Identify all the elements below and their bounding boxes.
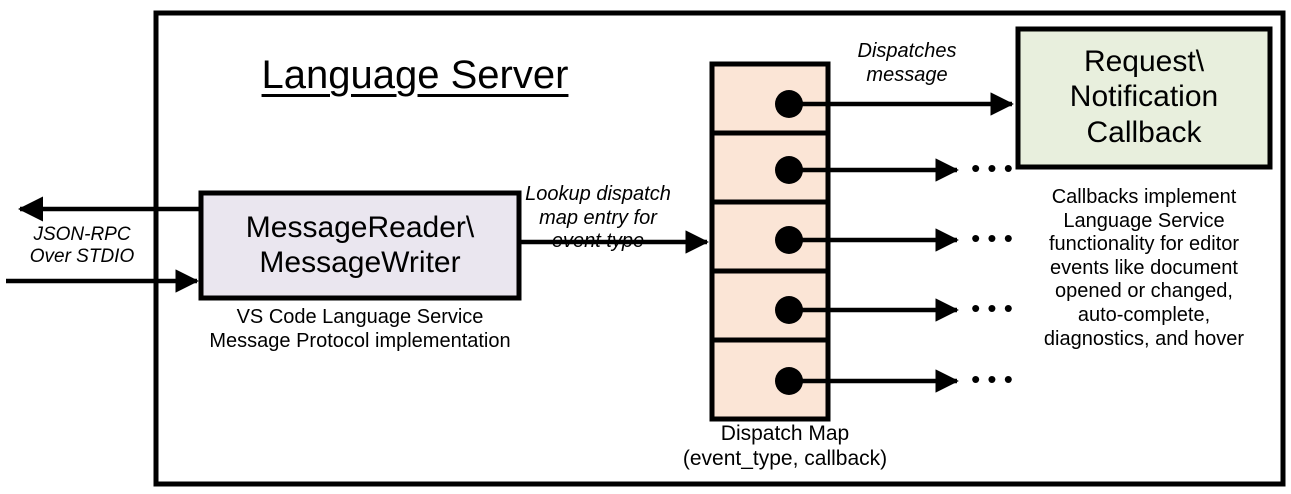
language-server-boundary <box>153 10 1286 487</box>
message-reader-writer-box <box>198 190 522 301</box>
edge-label-dispatches-message: Dispatches message <box>857 40 957 86</box>
dispatch-map-row <box>709 130 831 205</box>
page-title: Language Server <box>261 53 569 97</box>
ellipsis-row-2: • • • <box>971 153 1013 183</box>
message-reader-writer-caption: VS Code Language Service Message Protoco… <box>209 306 511 352</box>
callback-dot <box>775 226 803 254</box>
ellipsis-row-4: • • • <box>971 293 1013 323</box>
ellipsis-row-3: • • • <box>971 223 1013 253</box>
dispatch-map-caption: Dispatch Map (event_type, callback) <box>682 422 888 470</box>
edge-label-lookup-dispatch: Lookup dispatch map entry for event type <box>525 183 671 253</box>
edge-label-json-rpc: JSON-RPC Over STDIO <box>29 224 135 268</box>
dispatch-map-row <box>709 268 831 343</box>
request-notification-callback-box <box>1015 26 1273 170</box>
dispatch-map-row <box>709 199 831 274</box>
callback-dot <box>775 156 803 184</box>
message-reader-writer-label: MessageReader\ MessageWriter <box>245 211 475 280</box>
dispatch-map-row <box>709 61 831 136</box>
ellipsis-row-5: • • • <box>971 364 1013 394</box>
dispatch-map-table <box>709 61 831 422</box>
request-notification-callback-label: Request\ Notification Callback <box>1069 45 1219 149</box>
callback-dot <box>775 367 803 395</box>
callback-dot <box>775 90 803 118</box>
request-notification-callback-caption: Callbacks implement Language Service fun… <box>1043 186 1245 350</box>
callback-dot <box>775 296 803 324</box>
